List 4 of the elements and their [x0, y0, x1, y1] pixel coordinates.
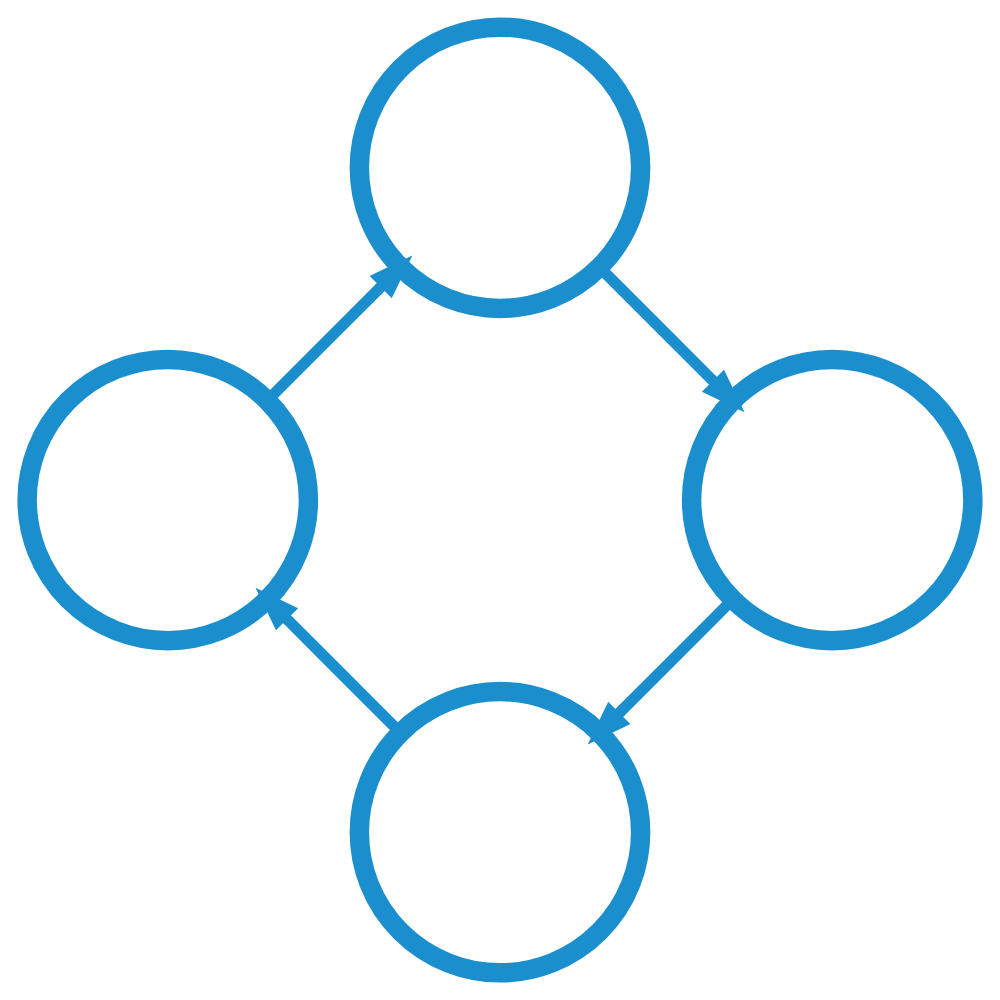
node-circle [681, 349, 983, 651]
node-circle [349, 17, 651, 319]
node-circle [349, 681, 651, 983]
node-circle [17, 349, 319, 651]
